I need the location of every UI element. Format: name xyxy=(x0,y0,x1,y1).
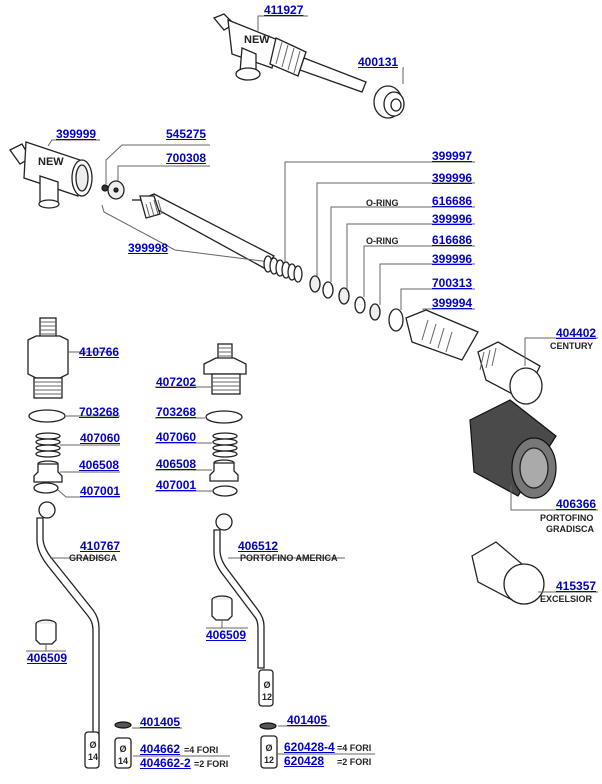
oring-407001-right-illustration xyxy=(212,485,238,497)
nut-406509-left-illustration xyxy=(35,619,57,645)
part-link-399997[interactable]: 399997 xyxy=(432,149,473,163)
tip-620428-illustration xyxy=(260,735,278,769)
wand-410767-illustration xyxy=(36,501,100,769)
part-link-616686[interactable]: 616686 xyxy=(432,233,473,247)
part-link-404402[interactable]: 404402 xyxy=(556,326,597,340)
washer-401405-right-illustration xyxy=(259,722,277,730)
part-link-703268[interactable]: 703268 xyxy=(79,405,120,419)
part-link-407001[interactable]: 407001 xyxy=(156,478,197,492)
part-link-406508[interactable]: 406508 xyxy=(79,458,120,472)
washer-401405-left-illustration xyxy=(114,721,132,729)
tip-diameter-value: 12 xyxy=(263,755,274,765)
rings-stack-illustration xyxy=(309,275,404,332)
tip-diameter-symbol: Ø xyxy=(119,744,127,754)
bonnet-399994-illustration xyxy=(405,309,479,361)
model-label-excelsior: EXCELSIOR xyxy=(540,594,593,604)
part-link-399996[interactable]: 399996 xyxy=(432,212,473,226)
part-link-399994[interactable]: 399994 xyxy=(432,296,473,310)
part-label-oring: O-RING xyxy=(366,236,399,246)
tip-diameter-value: 12 xyxy=(261,692,272,702)
part-link-404662-2[interactable]: 404662-2 xyxy=(140,756,191,770)
valve-stem-399998-illustration xyxy=(132,193,276,269)
part-link-407060[interactable]: 407060 xyxy=(156,430,197,444)
part-link-401405[interactable]: 401405 xyxy=(140,715,181,729)
part-link-399999[interactable]: 399999 xyxy=(56,127,97,141)
part-link-620428[interactable]: 620428 xyxy=(284,754,325,768)
new-badge-411927: NEW xyxy=(244,34,270,46)
part-link-401405[interactable]: 401405 xyxy=(287,713,328,727)
tip-404662-illustration xyxy=(114,737,132,769)
part-link-400131[interactable]: 400131 xyxy=(358,55,399,69)
bushing-406508-right-illustration xyxy=(209,459,239,482)
tip-diameter-symbol: Ø xyxy=(265,743,273,753)
knob-406366-illustration xyxy=(469,399,557,499)
part-link-415357[interactable]: 415357 xyxy=(556,579,597,593)
spring-407060-left-illustration xyxy=(35,432,61,458)
model-label-portofino: PORTOFINO xyxy=(540,513,594,523)
fitting-410766-illustration xyxy=(27,317,69,399)
part-link-406366[interactable]: 406366 xyxy=(556,497,597,511)
model-label-gradisca: GRADISCA xyxy=(69,553,118,563)
part-link-700313[interactable]: 700313 xyxy=(432,276,473,290)
valve-body-411927-illustration xyxy=(212,13,367,93)
washer-700308-illustration xyxy=(107,180,125,200)
washer-545275-illustration xyxy=(101,184,109,192)
part-link-406509[interactable]: 406509 xyxy=(27,651,68,665)
new-badge-399999: NEW xyxy=(38,156,64,168)
part-link-545275[interactable]: 545275 xyxy=(166,127,207,141)
part-link-616686[interactable]: 616686 xyxy=(432,194,473,208)
tip-diameter-value: 14 xyxy=(117,756,128,766)
part-link-407001[interactable]: 407001 xyxy=(80,484,121,498)
part-link-406512[interactable]: 406512 xyxy=(238,539,279,553)
part-link-410766[interactable]: 410766 xyxy=(79,345,120,359)
part-link-700308[interactable]: 700308 xyxy=(166,151,207,165)
nut-400131-illustration xyxy=(373,85,405,119)
spring-399997-illustration xyxy=(263,255,303,283)
part-link-410767[interactable]: 410767 xyxy=(80,539,121,553)
part-link-407060[interactable]: 407060 xyxy=(80,431,121,445)
part-link-703268[interactable]: 703268 xyxy=(156,405,197,419)
part-link-411927[interactable]: 411927 xyxy=(264,3,304,17)
part-link-407202[interactable]: 407202 xyxy=(156,375,197,389)
part-label-oring: O-RING xyxy=(366,198,399,208)
hole-count-note: =2 FORI xyxy=(194,759,229,769)
spring-407060-right-illustration xyxy=(212,432,238,458)
gasket-703268-left-illustration xyxy=(28,409,66,423)
tip-diameter-symbol: Ø xyxy=(89,740,97,750)
model-label-gradisca: GRADISCA xyxy=(546,524,595,534)
tip-diameter-symbol: Ø xyxy=(263,680,271,690)
bushing-406508-left-illustration xyxy=(33,460,63,483)
gasket-703268-right-illustration xyxy=(205,410,243,424)
hole-count-note: =2 FORI xyxy=(337,757,372,767)
part-link-404662[interactable]: 404662 xyxy=(140,742,181,756)
knob-404402-illustration xyxy=(477,341,543,405)
tip-diameter-value: 14 xyxy=(87,752,98,762)
valve-body-399999-illustration xyxy=(9,141,93,209)
knob-415357-illustration xyxy=(471,541,545,605)
oring-407001-left-illustration xyxy=(33,482,59,494)
part-link-620428-4[interactable]: 620428-4 xyxy=(284,740,335,754)
part-link-406509[interactable]: 406509 xyxy=(206,628,247,642)
part-link-406508[interactable]: 406508 xyxy=(156,457,197,471)
part-link-399998[interactable]: 399998 xyxy=(128,241,169,255)
model-label-century: CENTURY xyxy=(550,341,594,351)
part-link-399996[interactable]: 399996 xyxy=(432,252,473,266)
nut-406509-right-illustration xyxy=(211,595,233,621)
part-link-399996[interactable]: 399996 xyxy=(432,171,473,185)
model-label-portofino-america: PORTOFINO AMERICA xyxy=(240,553,338,563)
fitting-407202-illustration xyxy=(203,343,247,395)
hole-count-note: =4 FORI xyxy=(184,745,219,755)
hole-count-note: =4 FORI xyxy=(337,743,372,753)
wand-406512-illustration xyxy=(213,513,274,707)
